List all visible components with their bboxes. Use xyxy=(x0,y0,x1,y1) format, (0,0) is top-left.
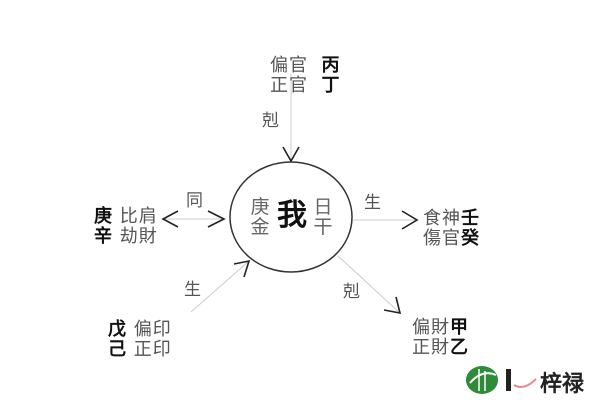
left-group: 庚 比肩 辛 劫財 xyxy=(94,207,158,247)
top-god-2: 正官 xyxy=(270,75,308,96)
right-group: 食神壬 傷官癸 xyxy=(423,209,480,249)
left-arrow-head-left xyxy=(161,210,179,228)
center-left-char-1: 庚 xyxy=(250,196,270,218)
bottom-right-group: 偏財甲 正財乙 xyxy=(412,318,469,358)
bottom-right-god-1: 偏財 xyxy=(412,317,450,338)
top-arrow-head xyxy=(282,146,300,163)
bottom-right-god-2: 正財 xyxy=(412,337,450,358)
center-right-char-1: 日 xyxy=(313,196,333,218)
right-god-2: 傷官 xyxy=(423,228,461,249)
bottom-left-god-1: 偏印 xyxy=(133,319,172,340)
bottom-right-stem-1: 甲 xyxy=(450,317,469,338)
right-arrow-head xyxy=(401,210,419,230)
bottom-left-relation-label: 生 xyxy=(184,280,201,300)
center-right-char-2: 干 xyxy=(313,216,333,238)
right-relation-label: 生 xyxy=(364,193,381,213)
bottom-left-group: 戊 偏印 己 正印 xyxy=(108,320,172,360)
logo-separator xyxy=(506,369,511,391)
right-stem-1: 壬 xyxy=(461,208,480,229)
logo-watermark xyxy=(466,366,537,394)
bottom-left-arrow-head xyxy=(233,259,251,278)
center-left-column: 庚 金 xyxy=(250,197,270,237)
bottom-right-arrow-line xyxy=(337,255,401,314)
center-right-column: 日 干 xyxy=(313,197,333,237)
left-stem-1: 庚 xyxy=(94,206,113,227)
top-relation-label: 剋 xyxy=(262,111,279,131)
top-god-1: 偏官 xyxy=(270,55,308,76)
top-stem-1: 丙 xyxy=(321,55,341,76)
left-god-1: 比肩 xyxy=(119,206,158,227)
top-stem-2: 丁 xyxy=(321,75,341,96)
left-relation-label: 同 xyxy=(186,191,203,211)
bottom-right-arrow-head xyxy=(383,296,402,315)
left-arrow-head-right xyxy=(207,210,226,228)
logo-bamboo-icon xyxy=(466,366,498,394)
center-self-label: 我 xyxy=(277,198,307,233)
bottom-right-stem-2: 乙 xyxy=(450,337,469,358)
logo-text: 梓禄 xyxy=(540,372,585,397)
bottom-left-god-2: 正印 xyxy=(133,339,172,360)
top-group: 偏官 丙 正官 丁 xyxy=(270,56,340,96)
bottom-right-relation-label: 剋 xyxy=(343,282,360,302)
bottom-left-stem-1: 戊 xyxy=(108,319,127,340)
bottom-left-arrow-line xyxy=(190,260,250,313)
left-god-2: 劫財 xyxy=(119,226,158,247)
right-god-1: 食神 xyxy=(423,208,461,229)
left-stem-2: 辛 xyxy=(94,226,113,247)
right-stem-2: 癸 xyxy=(461,228,480,249)
bottom-left-stem-2: 己 xyxy=(108,339,127,360)
center-left-char-2: 金 xyxy=(250,216,270,238)
